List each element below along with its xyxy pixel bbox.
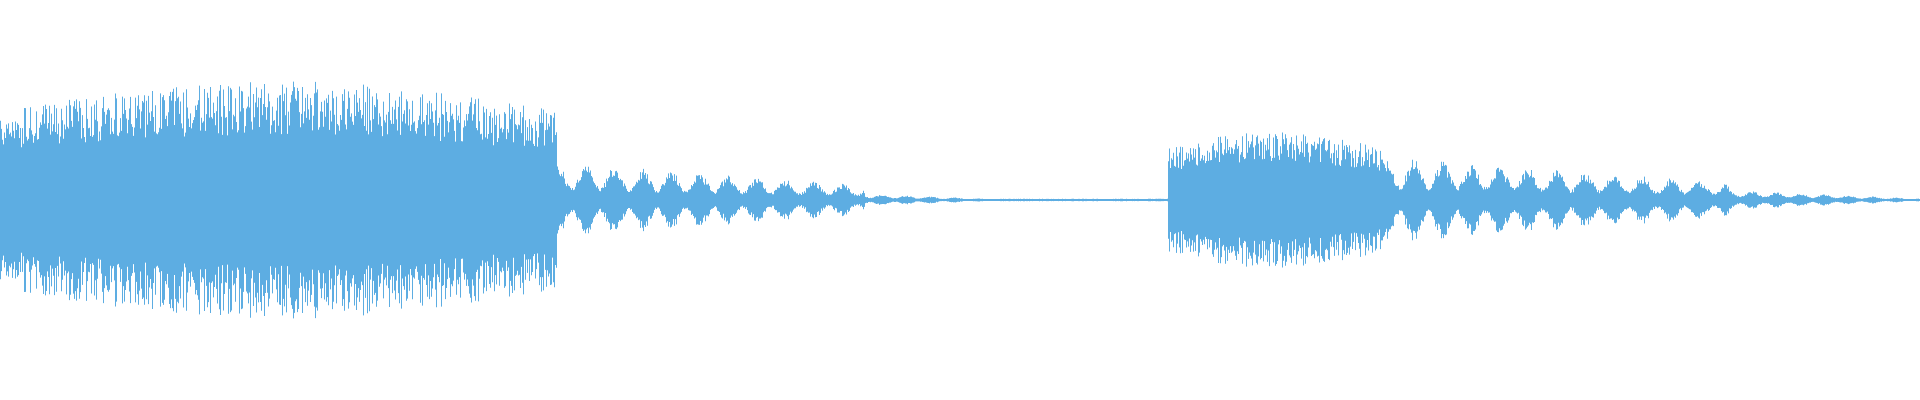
waveform-lines: [0, 81, 1920, 319]
